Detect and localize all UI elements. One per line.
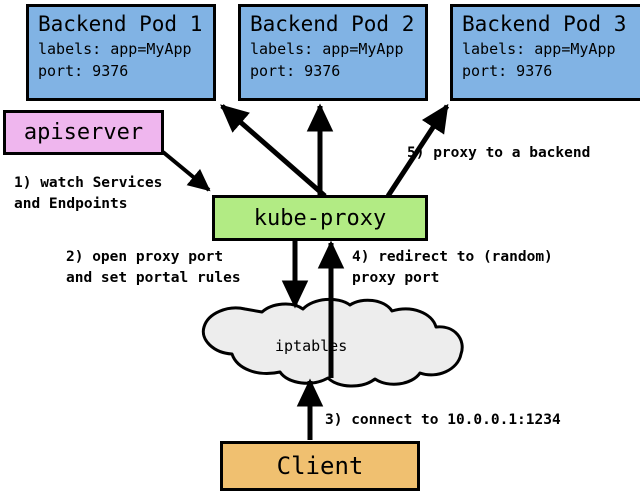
step-2-annotation: 2) open proxy port and set portal rules: [66, 247, 241, 289]
node-backend-pod-2: Backend Pod 2 labels: app=MyApp port: 93…: [238, 4, 428, 101]
pod-1-title: Backend Pod 1: [38, 12, 203, 36]
step-4-line-1: 4) redirect to (random): [352, 249, 553, 265]
pod-2-port: port: 9376: [250, 62, 341, 80]
step-5-line-1: 5) proxy to a backend: [407, 145, 591, 161]
node-kube-proxy: kube-proxy: [212, 195, 428, 241]
pod-3-title: Backend Pod 3: [462, 12, 627, 36]
step-3-line-1: 3) connect to 10.0.0.1:1234: [325, 412, 561, 428]
node-client: Client: [220, 441, 420, 491]
pod-2-labels: labels: app=MyApp: [250, 40, 404, 58]
step-1-annotation: 1) watch Services and Endpoints: [14, 173, 162, 215]
step-2-line-2: and set portal rules: [66, 270, 241, 286]
pod-1-port: port: 9376: [38, 62, 129, 80]
apiserver-label: apiserver: [23, 120, 144, 145]
node-backend-pod-3: Backend Pod 3 labels: app=MyApp port: 93…: [450, 4, 640, 101]
step-4-annotation: 4) redirect to (random) proxy port: [352, 247, 553, 289]
step-5-annotation: 5) proxy to a backend: [407, 143, 590, 164]
node-backend-pod-1: Backend Pod 1 labels: app=MyApp port: 93…: [26, 4, 216, 101]
pod-1-labels: labels: app=MyApp: [38, 40, 192, 58]
step-1-line-1: 1) watch Services: [14, 175, 163, 191]
node-apiserver: apiserver: [3, 110, 164, 155]
step-4-line-2: proxy port: [352, 270, 440, 286]
arrow-kubeproxy-to-pod-3: [385, 103, 450, 198]
arrow-apiserver-to-kubeproxy: [161, 150, 211, 192]
step-1-line-2: and Endpoints: [14, 196, 128, 212]
pod-3-port: port: 9376: [462, 62, 553, 80]
step-3-annotation: 3) connect to 10.0.0.1:1234: [325, 410, 561, 431]
pod-3-labels: labels: app=MyApp: [462, 40, 616, 58]
arrow-kubeproxy-to-pod-1: [220, 104, 327, 198]
kube-proxy-label: kube-proxy: [253, 205, 387, 231]
pod-2-title: Backend Pod 2: [250, 12, 415, 36]
client-label: Client: [276, 452, 364, 480]
step-2-line-1: 2) open proxy port: [66, 249, 224, 265]
iptables-label: iptables: [275, 337, 348, 355]
